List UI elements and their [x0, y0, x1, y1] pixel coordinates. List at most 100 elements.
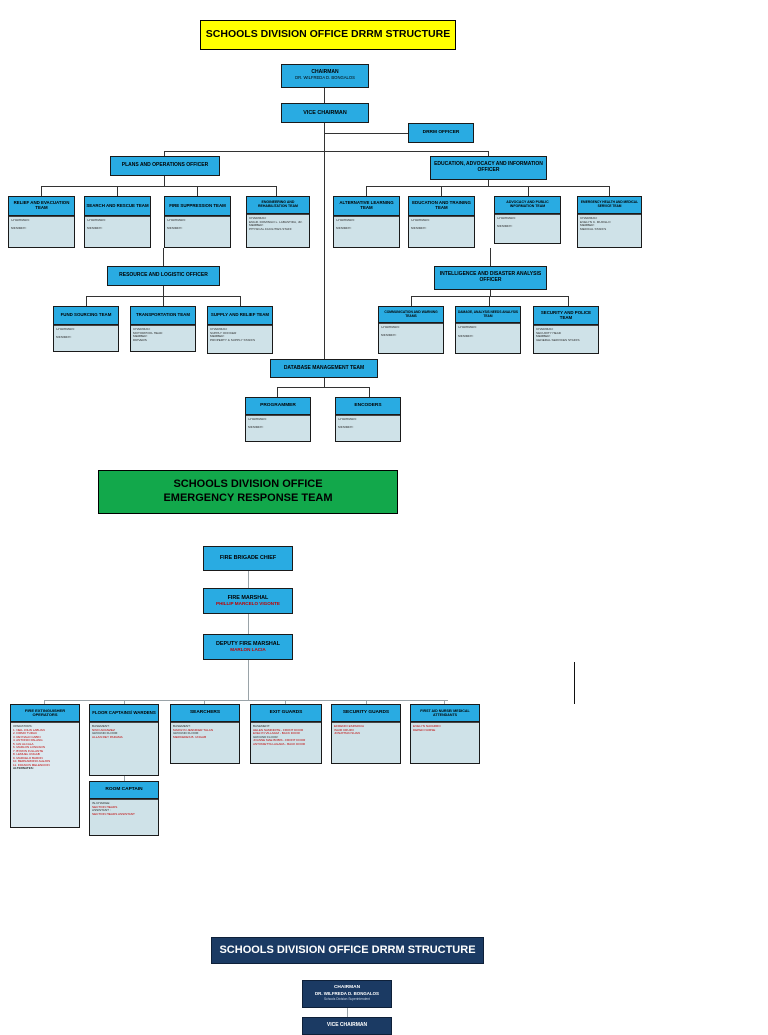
team-title: EDUCATION AND TRAINING TEAM: [409, 197, 474, 216]
connector-vice-down: [324, 123, 325, 134]
fire-marshal-name: PHILLIP MARCELO VIGONTE: [216, 601, 280, 606]
node-team: SUPPLY AND RELIEF TEAM CHAIRMAN: SUPPLY …: [207, 306, 273, 354]
deputy-title: DEPUTY FIRE MARSHAL: [216, 640, 280, 647]
team-body: CHAIRMAN: MEMBER:: [456, 323, 520, 353]
team-title: ADVOCACY AND PUBLIC INFORMATION TEAM: [495, 197, 560, 214]
connector-left-t4: [276, 186, 277, 196]
team-body: CHAIRMAN: EVELYN C. MURILLO MEMBER: MEDI…: [578, 214, 641, 247]
connector-officer-bus: [164, 151, 489, 152]
team-title: FLOOR CAPTAINS/ WARDENS: [90, 705, 158, 722]
connector-spine-main: [324, 133, 325, 159]
connector-right-t4: [609, 186, 610, 196]
team-body: CHAIRMAN: MEMBER:: [9, 216, 74, 247]
team-title: ENCODERS: [336, 398, 400, 415]
connector-marshal-deputy: [248, 614, 249, 634]
node-deputy-fire-marshal: DEPUTY FIRE MARSHAL MARLON LACIA: [203, 634, 293, 660]
connector-intelligence-down: [490, 290, 491, 296]
team-title: ROOM CAPTAIN: [90, 782, 158, 799]
node-team: ENGINEERING AND REHABILITATION TEAM CHAI…: [246, 196, 310, 248]
node-searchers: SEARCHERS BASEMENT: MARILYN JENNIFER TAL…: [170, 704, 240, 764]
team-body: CHAIRMAN: MEMBER:: [165, 216, 230, 247]
team-title: ALTERNATIVE LEARNING TEAM: [334, 197, 399, 216]
node-team: FUND SOURCING TEAM CHAIRMAN: MEMBER:: [53, 306, 119, 352]
team-body: IN-CHARGE: SECTION HEADS ASSISTANT : SEC…: [90, 799, 158, 835]
team-title: SEARCHERS: [171, 705, 239, 722]
team-title: FIRST AID NURSE/ MEDICAL ATTENDANTS: [411, 705, 479, 722]
connector-row2-l1: [86, 296, 87, 306]
connector-row2-r2: [489, 296, 490, 306]
team-title: RELIEF AND EVACUATION TEAM: [9, 197, 74, 216]
connector-left-team-bus: [41, 186, 276, 187]
connector-bottom-chair-vice: [347, 1008, 348, 1017]
node-team: SEARCH AND RESCUE TEAM CHAIRMAN: MEMBER:: [84, 196, 151, 248]
team-body: CHAIRMAN: MEMBER:: [246, 415, 310, 441]
connector-er-t3: [204, 700, 205, 704]
team-title: FUND SOURCING TEAM: [54, 307, 118, 325]
node-fire-extinguisher-operators: FIRE EXTINGUISHER OPERATORS OPERATORS: 1…: [10, 704, 80, 828]
connector-to-intelligence: [490, 248, 491, 266]
team-title: DAMAGE, ANALYSIS NEEDS ANALYSIS TEAM: [456, 307, 520, 323]
chart2-banner: SCHOOLS DIVISION OFFICE EMERGENCY RESPON…: [98, 470, 398, 514]
node-team: TRANSPORTATION TEAM CHAIRMAN: MOTORPOOL …: [130, 306, 196, 352]
node-vice-chairman-bottom: VICE CHAIRMAN: [302, 1017, 392, 1035]
team-body: CHAIRMAN: MEMBER:: [379, 323, 443, 353]
node-education-advocacy-officer: EDUCATION, ADVOCACY AND INFORMATION OFFI…: [430, 156, 547, 180]
node-team: ADVOCACY AND PUBLIC INFORMATION TEAM CHA…: [494, 196, 561, 244]
team-body: BASEMENT: HELEN NAMINDITE - FRONT DOOR E…: [251, 722, 321, 763]
team-body: CHAIRMAN: MEMBER:: [85, 216, 150, 247]
node-chairman-bottom: CHAIRMAN DR. WILFREDA D. BONGALOS School…: [302, 980, 392, 1008]
connector-education-down: [488, 180, 489, 186]
team-body: CHAIRMAN: MEMBER:: [336, 415, 400, 441]
connector-to-resource: [163, 248, 164, 266]
connector-plans-down: [164, 176, 165, 186]
team-title: COMMUNICATION AND WARNING TEAMS: [379, 307, 443, 323]
connector-db-bus: [277, 387, 370, 388]
team-body: CHAIRMAN: SUPPLY OFFICER MEMBER: PROPERT…: [208, 325, 272, 353]
node-resource-logistic-officer: RESOURCE AND LOGISTIC OFFICER: [107, 266, 220, 286]
connector-row2-r3: [568, 296, 569, 306]
node-drrm-officer: DRRM OFFICER: [408, 123, 474, 143]
connector-row2-l3: [240, 296, 241, 306]
team-title: FIRE EXTINGUISHER OPERATORS: [11, 705, 79, 722]
chairman-bottom-name: DR. WILFREDA D. BONGALOS: [315, 990, 379, 996]
team-body: EVELYN NAVARRO DEPED NURSE: [411, 722, 479, 763]
team-title: FIRE SUPPRESSION TEAM: [165, 197, 230, 216]
chairman-title: CHAIRMAN: [311, 69, 339, 76]
node-team: PROGRAMMER CHAIRMAN: MEMBER:: [245, 397, 311, 442]
team-title: SEARCH AND RESCUE TEAM: [85, 197, 150, 216]
node-database-management-team: DATABASE MANAGEMENT TEAM: [270, 359, 378, 378]
connector-row2-r1: [411, 296, 412, 306]
team-body: BASEMENT: MARILYN JENNIFER TALAN GROUND …: [171, 722, 239, 763]
node-floor-captains: FLOOR CAPTAINS/ WARDENS BASEMENT: NIÑO A…: [89, 704, 159, 776]
team-body: CHAIRMAN: MOTORPOOL HEAD MEMBER: DRIVERS: [131, 325, 195, 351]
connector-er-t4: [285, 700, 286, 704]
connector-chairman-vice: [324, 88, 325, 103]
team-body: CHAIRMAN: ENGR. DOMINGO L. LABASTIDA, JR…: [247, 214, 309, 247]
team-body: BASEMENT: NIÑO ARANZEZ GROUND FLOOR: ALL…: [90, 722, 158, 775]
team-title: EXIT GUARDS: [251, 705, 321, 722]
node-fire-brigade-chief: FIRE BRIGADE CHIEF: [203, 546, 293, 571]
node-team: ENCODERS CHAIRMAN: MEMBER:: [335, 397, 401, 442]
connector-to-plans: [164, 151, 165, 160]
team-title: SECURITY AND POLICE TEAM: [534, 307, 598, 325]
node-exit-guards: EXIT GUARDS BASEMENT: HELEN NAMINDITE - …: [250, 704, 322, 764]
connector-chief-marshal: [248, 571, 249, 588]
team-title: PROGRAMMER: [246, 398, 310, 415]
connector-er-t6: [444, 700, 445, 704]
connector-er-t1: [44, 700, 45, 704]
node-vice-chairman: VICE CHAIRMAN: [281, 103, 369, 123]
chart1-banner: SCHOOLS DIVISION OFFICE DRRM STRUCTURE: [200, 20, 456, 50]
connector-resource-down: [163, 286, 164, 296]
connector-left-t3: [197, 186, 198, 196]
team-title: TRANSPORTATION TEAM: [131, 307, 195, 325]
node-room-captain: ROOM CAPTAIN IN-CHARGE: SECTION HEADS AS…: [89, 781, 159, 836]
team-body: OPERATORS: 1. NEIL JOHN LABUAN 2. FIRMO …: [11, 722, 79, 827]
team-title: SUPPLY AND RELIEF TEAM: [208, 307, 272, 325]
chairman-bottom-role: Schools Division Superintendent: [324, 997, 370, 1002]
connector-to-education: [488, 151, 489, 160]
team-body: CHAIRMAN: MEMBER:: [495, 214, 560, 243]
connector-to-drrm: [324, 133, 409, 134]
node-team: EMERGENCY HEALTH AND MEDICAL SERVICE TEA…: [577, 196, 642, 248]
connector-right-team-bus: [366, 186, 609, 187]
